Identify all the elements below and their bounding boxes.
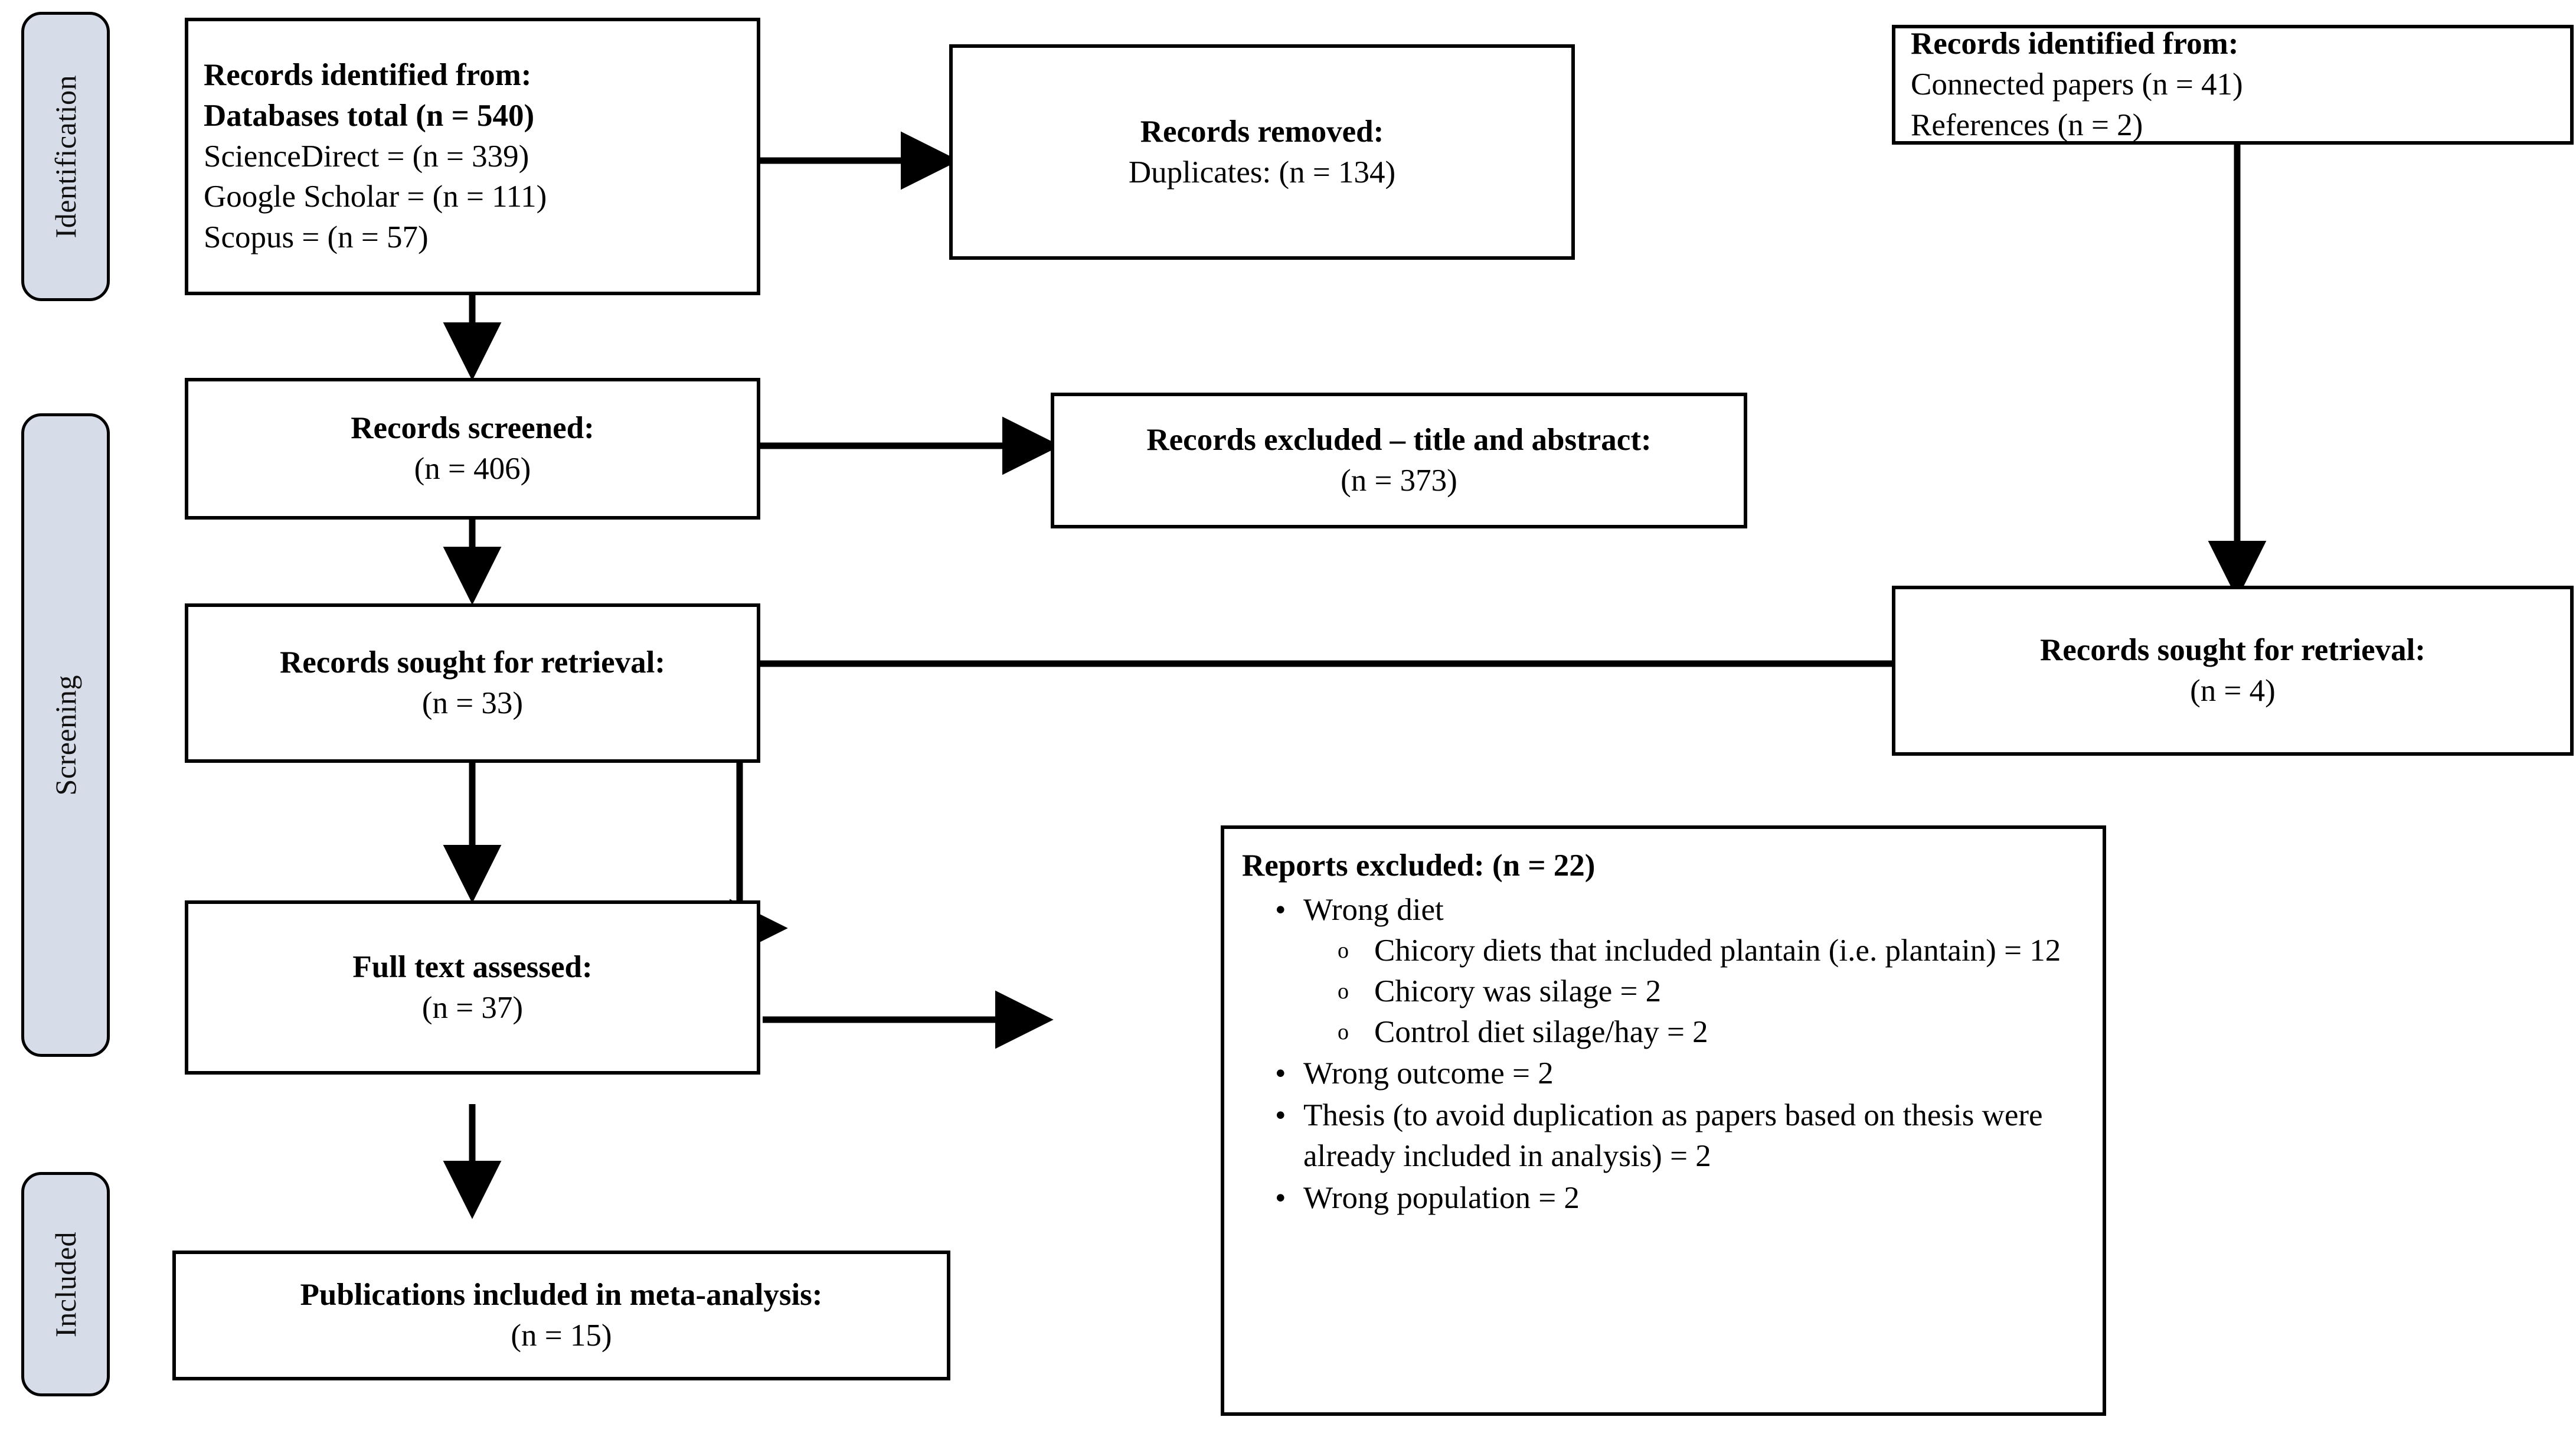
box-line: (n = 15) [511, 1318, 612, 1353]
box-line: (n = 33) [421, 686, 524, 720]
bullet-circle-icon: o [1338, 938, 1349, 963]
phase-rail-screening: Screening [21, 413, 110, 1057]
list-item-label: Wrong diet [1303, 892, 1444, 927]
box-line: (n = 373) [1341, 463, 1457, 498]
box-line: (n = 406) [414, 452, 531, 486]
box-line: Connected papers (n = 41) [1911, 67, 2243, 102]
box-records-sought-for-retrieval-databases: Records sought for retrieval: (n = 33) [185, 603, 760, 763]
phase-rail-included: Included [21, 1172, 110, 1396]
phase-rail-identification: Identification [21, 12, 110, 301]
list-item: • Wrong population = 2 [1275, 1178, 2085, 1219]
box-records-screened: Records screened: (n = 406) [185, 378, 760, 520]
box-reports-excluded: Reports excluded: (n = 22) • Wrong diet … [1221, 825, 2106, 1416]
box-line: Records sought for retrieval: [2039, 633, 2426, 668]
box-line: Databases total (n = 540) [204, 98, 535, 133]
box-line: Publications included in meta-analysis: [300, 1278, 823, 1313]
list-item: • Wrong outcome = 2 [1275, 1053, 2085, 1094]
box-line: (n = 4) [2190, 674, 2276, 708]
box-line: Google Scholar = (n = 111) [204, 179, 547, 214]
list-item-label: Control diet silage/hay = 2 [1374, 1014, 1708, 1049]
phase-rail-screening-label: Screening [49, 674, 82, 796]
box-line: References (n = 2) [1911, 107, 2143, 142]
box-line: Records screened: [351, 411, 594, 446]
box-line: Duplicates: (n = 134) [1128, 155, 1396, 190]
reports-excluded-heading: Reports excluded: (n = 22) [1242, 848, 1596, 883]
box-line: ScienceDirect = (n = 339) [204, 139, 529, 174]
list-item: o Control diet silage/hay = 2 [1338, 1012, 2085, 1053]
list-item-label: Chicory diets that included plantain (i.… [1374, 933, 2061, 968]
bullet-disc-icon: • [1275, 1056, 1286, 1091]
list-item: o Chicory was silage = 2 [1338, 971, 2085, 1012]
box-records-excluded-title-abstract: Records excluded – title and abstract: (… [1051, 393, 1747, 528]
box-records-identified-databases: Records identified from: Databases total… [185, 18, 760, 295]
box-line: Records sought for retrieval: [279, 645, 666, 680]
bullet-disc-icon: • [1275, 1098, 1286, 1133]
box-line: Full text assessed: [352, 949, 593, 984]
box-records-removed: Records removed: Duplicates: (n = 134) [949, 44, 1575, 260]
list-item-label: Wrong population = 2 [1303, 1181, 1580, 1216]
box-line: Scopus = (n = 57) [204, 220, 429, 255]
box-line: (n = 37) [421, 990, 524, 1025]
list-item: o Chicory diets that included plantain (… [1338, 931, 2085, 971]
phase-rail-identification-label: Identification [49, 74, 82, 239]
bullet-circle-icon: o [1338, 1019, 1349, 1044]
bullet-disc-icon: • [1275, 892, 1286, 927]
list-item-label: Wrong outcome = 2 [1303, 1056, 1554, 1091]
bullet-disc-icon: • [1275, 1181, 1286, 1216]
phase-rail-included-label: Included [49, 1231, 82, 1337]
box-line: Records identified from: [1911, 27, 2239, 61]
list-item-label: Thesis (to avoid duplication as papers b… [1303, 1098, 2043, 1174]
box-publications-included-meta-analysis: Publications included in meta-analysis: … [172, 1251, 950, 1380]
box-line: Records excluded – title and abstract: [1146, 423, 1652, 458]
list-item: • Thesis (to avoid duplication as papers… [1275, 1095, 2085, 1177]
bullet-circle-icon: o [1338, 978, 1349, 1004]
box-line: Records removed: [1140, 114, 1384, 149]
box-records-identified-other-methods: Records identified from: Connected paper… [1892, 25, 2574, 145]
reports-excluded-list: • Wrong diet o Chicory diets that includ… [1242, 890, 2085, 1220]
box-full-text-assessed: Full text assessed: (n = 37) [185, 900, 760, 1075]
box-records-sought-for-retrieval-other: Records sought for retrieval: (n = 4) [1892, 586, 2574, 756]
reports-excluded-sublist: o Chicory diets that included plantain (… [1303, 931, 2085, 1053]
list-item-label: Chicory was silage = 2 [1374, 974, 1662, 1008]
list-item: • Wrong diet o Chicory diets that includ… [1275, 890, 2085, 1053]
box-line: Records identified from: [204, 57, 532, 92]
